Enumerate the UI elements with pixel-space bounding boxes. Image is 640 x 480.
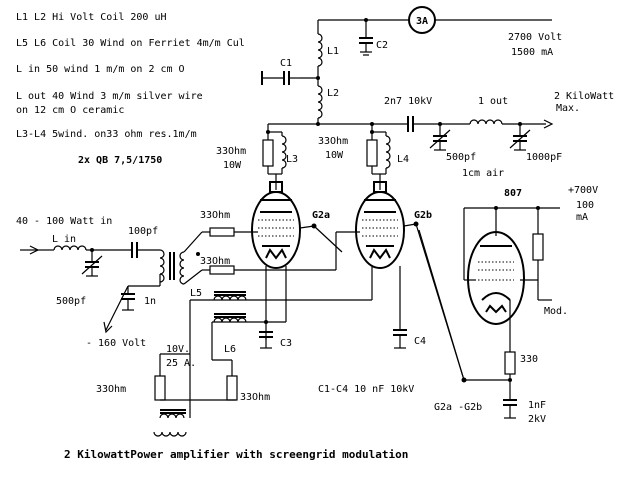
l3-coil	[281, 135, 287, 169]
air-gap-label: 1cm air	[462, 168, 504, 179]
hv-voltage-label: 2700 Volt	[508, 32, 562, 43]
input-power-label: 40 - 100 Watt in	[16, 216, 112, 227]
tube-2	[355, 181, 405, 269]
r330-label: 330	[520, 354, 538, 365]
l-out-label: 1 out	[478, 96, 508, 107]
note-line-5: on 12 cm O ceramic	[16, 105, 124, 116]
c1nf-label: 1nF	[528, 400, 546, 411]
l2-coil	[317, 85, 323, 119]
r33-l4-watt: 10W	[325, 150, 344, 161]
input-arrow	[29, 245, 40, 255]
c2-label: C2	[376, 40, 388, 51]
l4-coil	[385, 135, 391, 169]
bias-arrow	[103, 321, 113, 334]
mod-tube-label: 807	[504, 188, 522, 199]
g2a-label: G2a	[312, 210, 330, 221]
l1-label: L1	[327, 46, 339, 57]
tube-1	[251, 181, 301, 269]
c500pf-in-variable	[81, 255, 103, 275]
output-power-label: 2 KiloWatt	[554, 91, 614, 102]
r33-heater-1-label: 33Ohm	[96, 384, 126, 395]
c4-label: C4	[414, 336, 426, 347]
filament-transformer-secondary	[159, 413, 185, 419]
note-line-2: L5 L6 Coil 30 Wind on Ferriet 4m/m Cul	[16, 38, 245, 49]
r33-grid-1	[209, 227, 235, 237]
note-line-6: L3-L4 5wind. on33 ohm res.1m/m	[16, 129, 197, 140]
c1000pf-variable	[509, 129, 531, 149]
l1-coil	[317, 33, 323, 67]
l5-label: L5	[190, 288, 202, 299]
cap-2n7-label: 2n7 10kV	[384, 96, 432, 107]
output-max-label: Max.	[556, 103, 580, 114]
r33-l3-resistor	[262, 139, 274, 167]
tube-807	[467, 231, 525, 325]
mod-current-label-1: 100	[576, 200, 594, 211]
mod-resistor	[532, 233, 544, 261]
c500pf-in-label: 500pf	[56, 296, 86, 307]
l-in-coil	[53, 245, 87, 251]
ammeter-label: 3A	[416, 16, 428, 27]
input-transformer-secondary	[179, 251, 185, 285]
r33-heater-1	[154, 375, 166, 401]
grid-bias-label: - 160 Volt	[86, 338, 146, 349]
g2b-label: G2b	[414, 210, 432, 221]
heater-volt-label: 10V.	[166, 344, 190, 355]
r33-grid-1-label: 33Ohm	[200, 210, 230, 221]
filament-transformer-primary	[153, 431, 187, 437]
r33-grid-2	[209, 265, 235, 275]
caption: 2 KilowattPower amplifier with screengri…	[64, 448, 408, 461]
l-out-coil	[469, 119, 503, 125]
l-in-label: L in	[52, 234, 76, 245]
output-arrow	[543, 119, 554, 129]
c2kv-label: 2kV	[528, 414, 546, 425]
l6-label: L6	[224, 344, 236, 355]
c-values-label: C1-C4 10 nF 10kV	[318, 384, 414, 395]
tube-type-note: 2x QB 7,5/1750	[78, 155, 162, 166]
r330-resistor	[504, 351, 516, 375]
r33-grid-2-label: 33Ohm	[200, 256, 230, 267]
r33-heater-2-label: 33Ohm	[240, 392, 270, 403]
c500pf-out-variable	[429, 129, 451, 149]
l2-label: L2	[327, 88, 339, 99]
r33-heater-2	[226, 375, 238, 401]
c1000pf-label: 1000pF	[526, 152, 562, 163]
heater-amp-label: 25 A.	[166, 358, 196, 369]
c1-label: C1	[280, 58, 292, 69]
l3-label: L3	[286, 154, 298, 165]
l5-coil	[213, 295, 247, 301]
hv-current-label: 1500 mA	[511, 47, 553, 58]
c500pf-out-label: 500pf	[446, 152, 476, 163]
g2-junction-label: G2a -G2b	[434, 402, 482, 413]
note-line-1: L1 L2 Hi Volt Coil 200 uH	[16, 12, 167, 23]
r33-l4-label: 33Ohm	[318, 136, 348, 147]
r33-l4-resistor	[366, 139, 378, 167]
c3-label: C3	[280, 338, 292, 349]
l6-coil	[213, 317, 247, 323]
r33-l3-label: 33Ohm	[216, 146, 246, 157]
input-transformer-primary	[159, 249, 165, 283]
note-line-4: L out 40 Wind 3 m/m silver wire	[16, 91, 203, 102]
r33-l3-watt: 10W	[223, 160, 242, 171]
c100pf-label: 100pf	[128, 226, 158, 237]
mod-current-label-2: mA	[576, 212, 588, 223]
l4-label: L4	[397, 154, 409, 165]
mod-voltage-label: +700V	[568, 185, 598, 196]
c1n-label: 1n	[144, 296, 156, 307]
note-line-3: L in 50 wind 1 m/m on 2 cm O	[16, 64, 185, 75]
mod-label: Mod.	[544, 306, 568, 317]
